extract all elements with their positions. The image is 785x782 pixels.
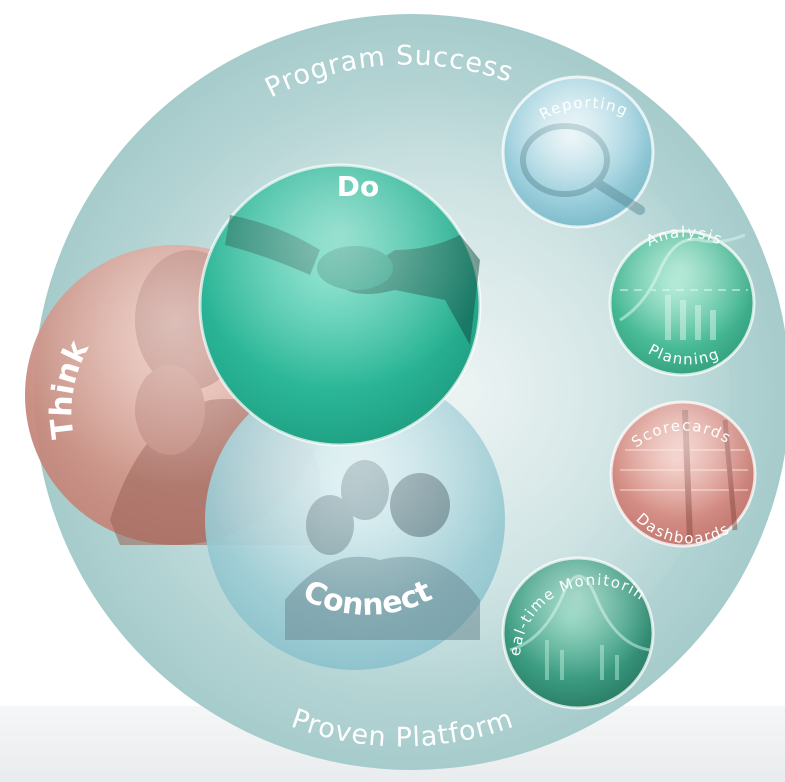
reporting-circle [501, 75, 655, 229]
connect-circle [205, 370, 505, 670]
scorecards-circle [609, 400, 757, 548]
analysis-circle [608, 229, 756, 377]
monitoring-circle [501, 556, 655, 710]
do-circle [198, 163, 482, 447]
do-label: Do [337, 170, 379, 203]
